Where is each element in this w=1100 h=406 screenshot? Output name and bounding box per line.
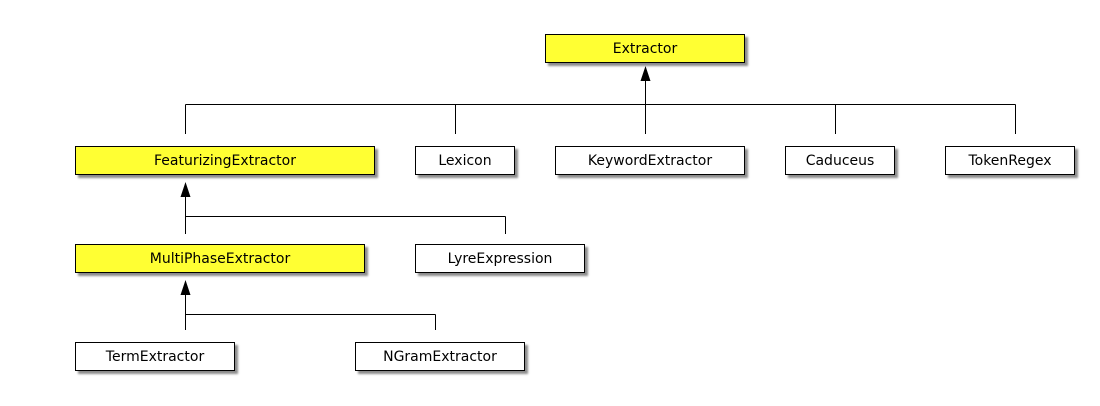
node-label: MultiPhaseExtractor — [149, 250, 291, 267]
node-keyword-extractor: KeywordExtractor — [555, 146, 745, 175]
node-label: FeaturizingExtractor — [154, 152, 296, 169]
node-lexicon: Lexicon — [415, 146, 515, 175]
node-term-extractor: TermExtractor — [75, 342, 235, 371]
edge-group-extractor — [185, 80, 1016, 134]
node-lyre-expression: LyreExpression — [415, 244, 585, 273]
node-label: TokenRegex — [968, 152, 1052, 169]
node-label: Lexicon — [438, 152, 492, 169]
node-label: Extractor — [612, 40, 678, 57]
node-multi-phase-extractor: MultiPhaseExtractor — [75, 244, 365, 273]
node-label: Caduceus — [805, 152, 875, 169]
node-extractor: Extractor — [545, 34, 745, 63]
edge-group-multiphase — [185, 294, 436, 330]
node-label: NGramExtractor — [383, 348, 497, 365]
node-featurizing-extractor: FeaturizingExtractor — [75, 146, 375, 175]
node-label: KeywordExtractor — [587, 152, 713, 169]
node-label: LyreExpression — [447, 250, 553, 267]
node-ngram-extractor: NGramExtractor — [355, 342, 525, 371]
inheritance-arrowhead — [180, 182, 191, 197]
node-label: TermExtractor — [105, 348, 205, 365]
node-caduceus: Caduceus — [785, 146, 895, 175]
node-token-regex: TokenRegex — [945, 146, 1075, 175]
edge-group-featurizing — [185, 196, 506, 234]
inheritance-arrowhead — [640, 66, 651, 81]
inheritance-arrowhead — [180, 280, 191, 295]
